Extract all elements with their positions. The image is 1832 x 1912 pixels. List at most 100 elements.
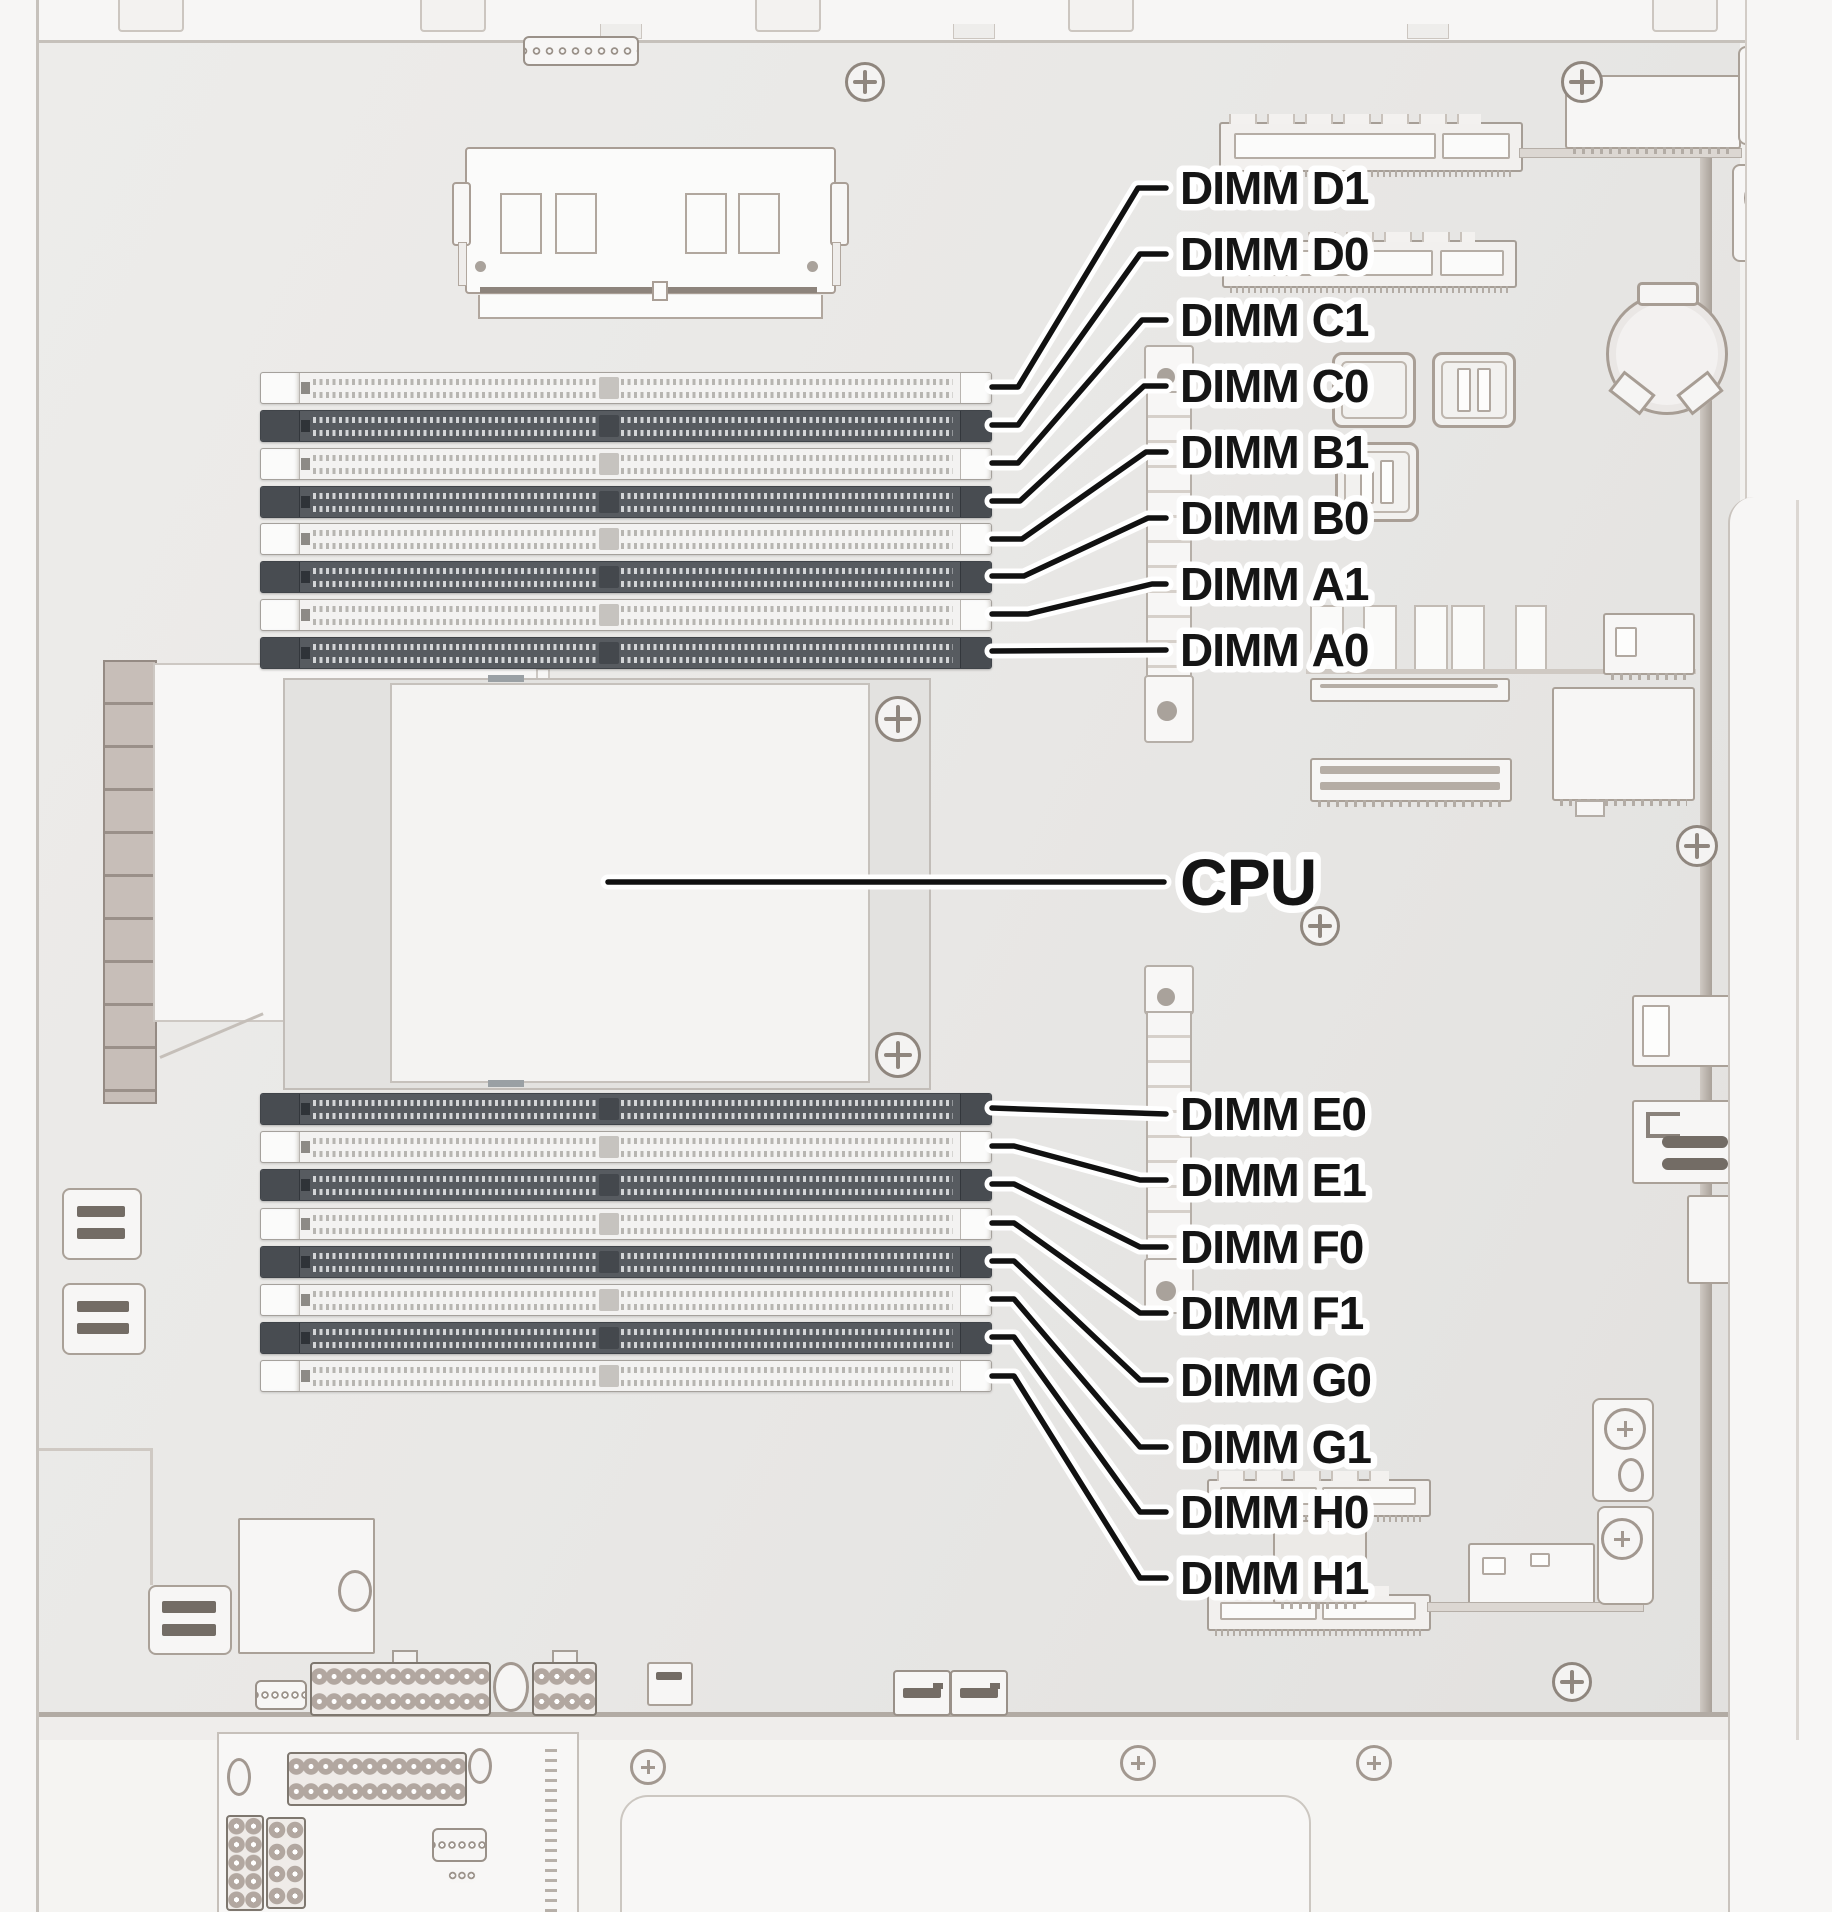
connector-slot	[162, 1624, 216, 1636]
sodimm-hole	[475, 261, 486, 272]
sata-l-slot	[903, 1683, 943, 1698]
slot-key	[599, 1327, 619, 1349]
internal-module-box	[1273, 1520, 1367, 1609]
sodimm-chip	[555, 193, 597, 254]
dimm-slot-d1	[260, 372, 992, 404]
slot-key	[599, 377, 619, 399]
slot-key	[599, 1289, 619, 1311]
dimm-slot-h0	[260, 1322, 992, 1354]
cable-clip	[1332, 352, 1416, 428]
slot-end-cap	[960, 638, 991, 668]
connector-slot	[1320, 766, 1500, 774]
chassis-corner-line	[38, 1448, 153, 1451]
psu-vent-comb	[545, 1745, 557, 1912]
slot-end-cap	[261, 449, 300, 479]
board-screw	[1676, 825, 1718, 867]
chassis-right-rail	[1728, 497, 1832, 1912]
power-clip-connector	[148, 1585, 232, 1655]
slot-pin-field	[313, 487, 599, 517]
rail-hole	[1157, 368, 1175, 386]
slot-latch	[301, 1141, 310, 1153]
edge-connector	[1310, 678, 1510, 702]
slot-end-cap	[960, 524, 991, 554]
pcie-slot-channel	[1220, 1487, 1317, 1505]
latch-tab	[1310, 605, 1344, 671]
sodimm-hole	[807, 261, 818, 272]
slot-pin-field	[313, 1170, 599, 1200]
chassis-standoff	[1120, 1745, 1156, 1781]
cpu-8pin-connector	[532, 1662, 597, 1716]
chassis-top-wall	[0, 0, 1832, 43]
slot-key	[599, 453, 619, 475]
slot-pin-field	[313, 1209, 599, 1239]
dimm-slot-d0	[260, 410, 992, 442]
slot-pin-field	[621, 373, 953, 403]
slot-pin-field	[313, 1094, 599, 1124]
slot-latch	[301, 609, 310, 621]
bracket-keyhole	[1601, 1518, 1643, 1560]
chassis-corner-line	[150, 1450, 153, 1585]
slot-latch	[301, 1218, 310, 1230]
slot-end-cap	[960, 1094, 991, 1124]
chassis-cross-rail	[1427, 1602, 1644, 1612]
slot-pin-field	[313, 600, 599, 630]
sata-port	[893, 1670, 951, 1716]
usb-stack-connector	[1632, 1100, 1736, 1184]
slot-end-cap	[261, 411, 300, 441]
slot-latch	[301, 1332, 310, 1344]
cable-clip	[1432, 352, 1516, 428]
slot-key	[599, 1251, 619, 1273]
slot-latch	[301, 1179, 310, 1191]
sodimm-bottom-lip	[478, 295, 823, 319]
slot-pin-field	[313, 411, 599, 441]
slot-key	[599, 1174, 619, 1196]
slot-end-cap	[960, 1132, 991, 1162]
slot-pin-field	[621, 638, 953, 668]
pcie-slot-channel	[1234, 133, 1436, 159]
dimm-slot-g0	[260, 1246, 992, 1278]
slot-pin-field	[621, 449, 953, 479]
slot-end-cap	[960, 1170, 991, 1200]
slot-latch	[301, 533, 310, 545]
fan-header	[255, 1680, 307, 1710]
slot-end-cap	[960, 562, 991, 592]
slot-pin-field	[313, 1132, 599, 1162]
slot-pin-field	[621, 1170, 953, 1200]
slot-end-cap	[261, 1170, 300, 1200]
pcie-slot-channel	[1322, 1487, 1416, 1505]
header-detail	[1615, 627, 1637, 657]
port-slot	[1662, 1158, 1728, 1170]
slot-latch	[301, 1103, 310, 1115]
sodimm-latch-left-arm	[458, 242, 467, 286]
sodimm-chip	[500, 193, 542, 254]
dimm-guide-rail	[1146, 391, 1192, 679]
slot-key	[599, 566, 619, 588]
slot-pin-field	[313, 449, 599, 479]
slot-end-cap	[960, 411, 991, 441]
slot-end-cap	[960, 1247, 991, 1277]
cpu-bracket-screw	[875, 696, 921, 742]
slot-pin-field	[621, 1361, 953, 1391]
slot-end-cap	[261, 1247, 300, 1277]
clip-bar	[1477, 368, 1491, 412]
latch-tab	[1414, 605, 1448, 671]
pcie-slot-channel	[1440, 250, 1504, 276]
board-screw	[1300, 906, 1340, 946]
slot-latch	[301, 647, 310, 659]
chassis-tab	[755, 0, 821, 32]
slot-latch	[301, 571, 310, 583]
dimm-slot-b1	[260, 523, 992, 555]
slot-key	[599, 1213, 619, 1235]
slot-latch	[301, 458, 310, 470]
slot-pin-field	[621, 524, 953, 554]
connector-slot	[77, 1228, 125, 1239]
slot-end-cap	[261, 638, 300, 668]
slot-end-cap	[261, 1209, 300, 1239]
sodimm-module	[465, 147, 836, 294]
slot-latch	[301, 1256, 310, 1268]
slot-key	[599, 604, 619, 626]
slot-end-cap	[261, 1323, 300, 1353]
slot-pin-field	[313, 1323, 599, 1353]
slot-latch	[301, 1294, 310, 1306]
